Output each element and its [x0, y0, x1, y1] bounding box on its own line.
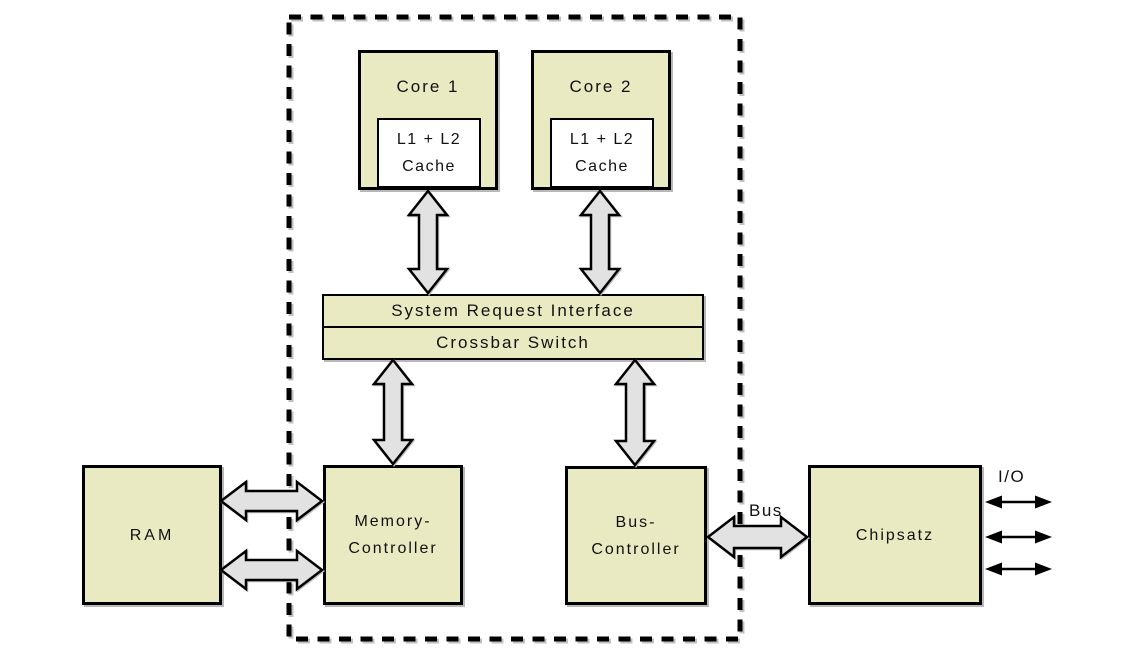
- node-system-request-interface: System Request Interface: [322, 294, 704, 328]
- memory-controller-line1: Memory-: [354, 513, 432, 530]
- arrow-ram-memory-upper: [218, 479, 325, 523]
- arrow-core1-sri: [406, 188, 450, 296]
- arrow-core2-sri: [578, 188, 622, 296]
- node-ram-label: RAM: [129, 526, 175, 544]
- core1-cache-line2: Cache: [402, 158, 456, 175]
- bus-controller-line2: Controller: [591, 540, 681, 558]
- memory-controller-line2: Controller: [348, 540, 438, 557]
- node-chipset: Chipsatz: [808, 465, 982, 605]
- arrow-ram-memory-lower: [218, 548, 325, 592]
- node-ram: RAM: [82, 465, 222, 605]
- chipset-label: Chipsatz: [855, 526, 935, 544]
- arrow-crossbar-memory-controller: [371, 357, 415, 467]
- io-arrow-3: [985, 562, 1052, 576]
- arrow-crossbar-bus-controller: [613, 357, 657, 468]
- node-core1-cache: L1 + L2 Cache: [377, 118, 481, 188]
- bus-edge-label: Bus: [749, 501, 783, 520]
- bus-controller-line1: Bus-: [615, 513, 657, 531]
- core2-cache-line2: Cache: [575, 158, 629, 175]
- sri-label: System Request Interface: [391, 301, 635, 320]
- node-core1-label: Core 1: [396, 77, 460, 96]
- node-memory-controller: Memory- Controller: [323, 465, 463, 605]
- crossbar-label: Crossbar Switch: [436, 333, 590, 352]
- io-arrow-1: [985, 495, 1052, 509]
- arrow-bus-chipset: [705, 514, 810, 560]
- io-edge-label: I/O: [998, 467, 1026, 486]
- core1-cache-line1: L1 + L2: [396, 131, 462, 148]
- core2-cache-line1: L1 + L2: [569, 131, 635, 148]
- node-core1: Core 1 L1 + L2 Cache: [358, 50, 498, 190]
- node-bus-controller: Bus- Controller: [565, 466, 707, 605]
- io-arrow-2: [985, 530, 1052, 544]
- node-core2-label: Core 2: [569, 77, 633, 96]
- node-crossbar-switch: Crossbar Switch: [322, 326, 704, 360]
- node-core2: Core 2 L1 + L2 Cache: [531, 50, 671, 190]
- node-core2-cache: L1 + L2 Cache: [550, 118, 654, 188]
